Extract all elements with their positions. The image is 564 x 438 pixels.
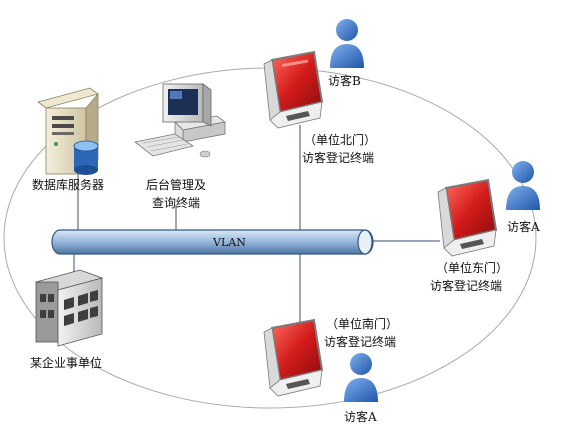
database-server-icon xyxy=(37,87,99,176)
vlan-label: VLAN xyxy=(212,236,246,249)
visitor-b-user-icon xyxy=(330,19,364,68)
company-label: 某企业事单位 xyxy=(30,356,103,370)
visitor-a-south-label: 访客A xyxy=(344,410,377,424)
visitor-b-label: 访客B xyxy=(328,74,361,88)
south-kiosk-label-line2: 访客登记终端 xyxy=(324,335,397,349)
office-building-icon xyxy=(34,269,104,347)
east-kiosk-label-line1: （单位东门） xyxy=(436,261,509,275)
desktop-computer-icon xyxy=(134,83,226,158)
connection-lines xyxy=(73,125,440,330)
east-registration-kiosk-icon xyxy=(437,178,498,257)
visitor-a-south-user-icon xyxy=(344,353,378,402)
db-server-label: 数据库服务器 xyxy=(32,178,105,192)
admin-pc-label-line1: 后台管理及 xyxy=(145,178,206,192)
visitor-a-east-label: 访客A xyxy=(507,220,540,234)
north-kiosk-label-line2: 访客登记终端 xyxy=(302,151,375,165)
admin-pc-label-line2: 查询终端 xyxy=(151,196,200,210)
vlan-bus xyxy=(51,229,374,255)
north-kiosk-label-line1: （单位北门） xyxy=(304,133,377,147)
south-kiosk-label-line1: （单位南门） xyxy=(326,317,399,331)
south-registration-kiosk-icon xyxy=(263,318,324,397)
north-registration-kiosk-icon xyxy=(263,50,324,129)
east-kiosk-label-line2: 访客登记终端 xyxy=(430,279,503,293)
visitor-a-east-user-icon xyxy=(506,161,540,210)
